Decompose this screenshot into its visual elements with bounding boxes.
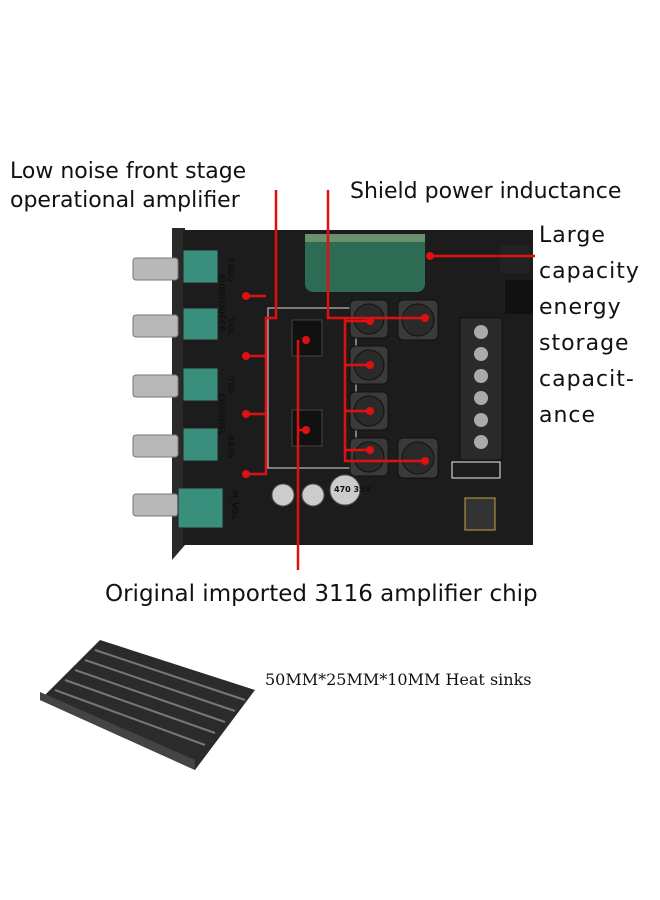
speaker-terminal bbox=[459, 317, 503, 461]
capacitance-line: storage bbox=[539, 331, 630, 356]
board-graphic-part bbox=[271, 483, 295, 507]
board-label-vol: VOL bbox=[226, 318, 235, 336]
pot-bass bbox=[182, 427, 219, 462]
board-graphic-part bbox=[64, 679, 216, 734]
board-graphic-part bbox=[366, 407, 374, 415]
board-graphic-part bbox=[329, 474, 361, 506]
board-label-tre: TRE bbox=[226, 377, 235, 394]
capacitance-line: Large bbox=[539, 223, 606, 248]
board-graphic-part bbox=[74, 669, 226, 723]
board-graphic-part bbox=[474, 347, 488, 361]
board-graphic-part bbox=[242, 352, 250, 360]
knob-master-vol bbox=[132, 493, 179, 517]
board-graphic-part bbox=[305, 234, 425, 242]
power-terminal bbox=[505, 280, 533, 314]
small-capacitors bbox=[271, 474, 361, 507]
board-graphic-part bbox=[302, 336, 310, 344]
board-graphic-part bbox=[474, 369, 488, 383]
callout-front-stage-line2: operational amplifier bbox=[10, 188, 240, 213]
board-graphic-part bbox=[421, 457, 429, 465]
pot-freq bbox=[182, 249, 219, 284]
board-graphic-part bbox=[40, 692, 195, 770]
chip-area bbox=[267, 307, 357, 469]
board-graphic-part bbox=[474, 413, 488, 427]
board-label-bass: BASS bbox=[226, 435, 235, 459]
pot-treble bbox=[182, 367, 219, 402]
board-graphic-part bbox=[242, 410, 250, 418]
board-graphic-part bbox=[94, 649, 246, 701]
board-graphic-part bbox=[40, 640, 255, 770]
board-graphic-part bbox=[366, 446, 374, 454]
cap-value: 470 35V bbox=[334, 485, 372, 494]
board-graphic-part bbox=[242, 292, 250, 300]
terminal-screws bbox=[474, 325, 488, 449]
board-graphic-part bbox=[474, 391, 488, 405]
callout-dots bbox=[242, 252, 434, 478]
heatsink-image bbox=[40, 640, 255, 770]
board-graphic-part bbox=[401, 303, 435, 337]
callout-amp-chip: Original imported 3116 amplifier chip bbox=[105, 581, 538, 607]
capacitance-line: capacity bbox=[539, 259, 640, 284]
board-graphic-part bbox=[421, 314, 429, 322]
knob-treble bbox=[132, 374, 179, 398]
energy-capacitor bbox=[305, 234, 425, 292]
board-label-channel: CHANNEL bbox=[217, 393, 226, 436]
board-graphic-part bbox=[84, 659, 236, 712]
board-graphic-part bbox=[426, 252, 434, 260]
aux-jack bbox=[464, 497, 496, 531]
board-label-subwoofer: SUBWOOFER bbox=[217, 274, 226, 331]
board-graphic-part bbox=[474, 325, 488, 339]
capacitance-line: ance bbox=[539, 403, 597, 428]
potentiometers bbox=[177, 249, 224, 529]
board-label-freq: FREQ bbox=[226, 258, 235, 282]
callout-front-stage-line1: Low noise front stage bbox=[10, 159, 247, 184]
capacitance-line: energy bbox=[539, 295, 622, 320]
callout-heatsink: 50MM*25MM*10MM Heat sinks bbox=[265, 670, 532, 689]
board-graphic-part bbox=[54, 649, 246, 746]
knob-subwoofer-vol bbox=[132, 314, 179, 338]
knob-bass bbox=[132, 434, 179, 458]
pot-subwoofer-vol bbox=[182, 307, 219, 341]
board-graphic-part bbox=[401, 441, 435, 475]
callout-capacitance: Large capacity energy storage capacit- a… bbox=[539, 218, 640, 434]
callout-inductance: Shield power inductance bbox=[350, 179, 622, 204]
board-graphic-part bbox=[54, 689, 206, 746]
knobs bbox=[132, 257, 179, 517]
pot-master-vol bbox=[177, 487, 224, 529]
board-text: FREQ SUBWOOFER VOL TRE CHANNEL BASS M_VO… bbox=[217, 258, 239, 520]
board-graphic-part bbox=[366, 361, 374, 369]
board-label-m-vol: M_VOL bbox=[230, 490, 239, 520]
board-graphic-part bbox=[301, 483, 325, 507]
board-graphic-part bbox=[246, 190, 278, 476]
bluetooth-antenna bbox=[451, 461, 501, 479]
board-graphic-part bbox=[474, 435, 488, 449]
knob-freq bbox=[132, 257, 179, 281]
board-graphic-part bbox=[302, 426, 310, 434]
board-graphic-part bbox=[366, 317, 374, 325]
board-graphic-part bbox=[242, 470, 250, 478]
capacitance-line: capacit- bbox=[539, 367, 635, 392]
dc-jack bbox=[500, 245, 530, 273]
